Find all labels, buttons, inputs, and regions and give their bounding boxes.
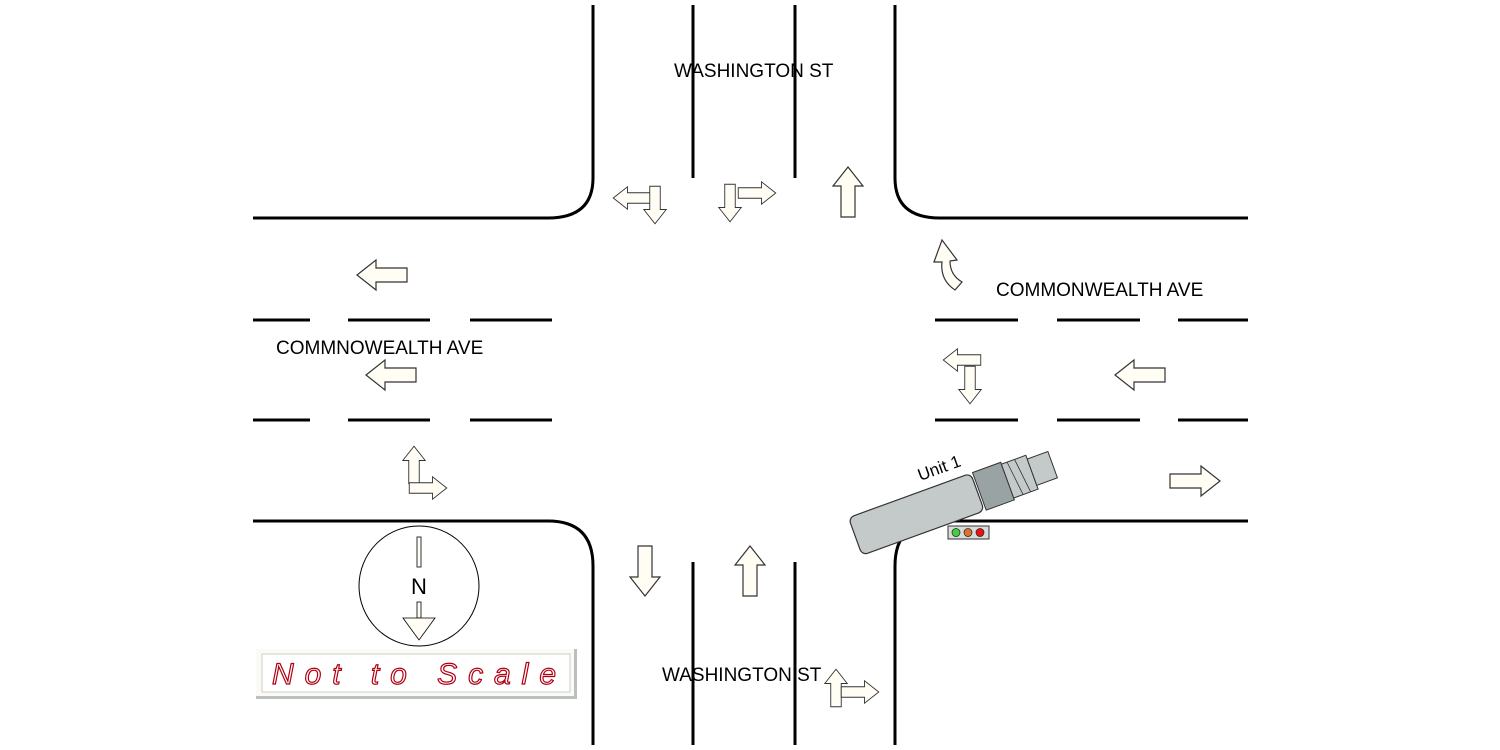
street-label-north: WASHINGTON ST (674, 61, 834, 82)
lane-line (691, 5, 797, 745)
north-arrow: N (358, 525, 480, 647)
lane-line (935, 318, 1248, 422)
curve-up-arrow-icon (933, 238, 963, 291)
road-edge-ne (893, 5, 1248, 220)
hood (1026, 450, 1059, 486)
north-arrow-head-icon (402, 617, 436, 641)
lane-arrows (356, 166, 1221, 708)
down-arrow-icon (629, 545, 661, 597)
left-arrow-icon (356, 259, 408, 291)
right-arrow-icon (1169, 465, 1221, 497)
up-arrow-icon (832, 166, 864, 218)
up-right-turn-arrow-icon (824, 668, 880, 708)
road-edge-nw (253, 5, 595, 220)
left-down-turn-arrow-icon (942, 348, 982, 405)
up-arrow-icon (734, 545, 766, 597)
up-right-turn-arrow-icon (402, 445, 448, 500)
scale-note: Not to Scale (256, 649, 577, 699)
lane-lines (253, 5, 1248, 745)
street-label-east: COMMONWEALTH AVE (996, 280, 1203, 301)
street-label-west: COMMNOWEALTH AVE (276, 338, 483, 359)
trailer (849, 474, 984, 555)
left-arrow-icon (1114, 359, 1166, 391)
traffic-signal-icon (947, 525, 990, 540)
left-down-turn-arrow-icon (612, 185, 667, 225)
street-label-south: WASHINGTON ST (662, 665, 822, 686)
north-letter: N (411, 574, 427, 599)
lane-line (253, 318, 552, 422)
road-edge-sw (253, 519, 595, 745)
down-right-turn-arrow-icon (718, 181, 777, 223)
left-arrow-icon (365, 359, 417, 391)
road-edge-se (893, 519, 1248, 745)
